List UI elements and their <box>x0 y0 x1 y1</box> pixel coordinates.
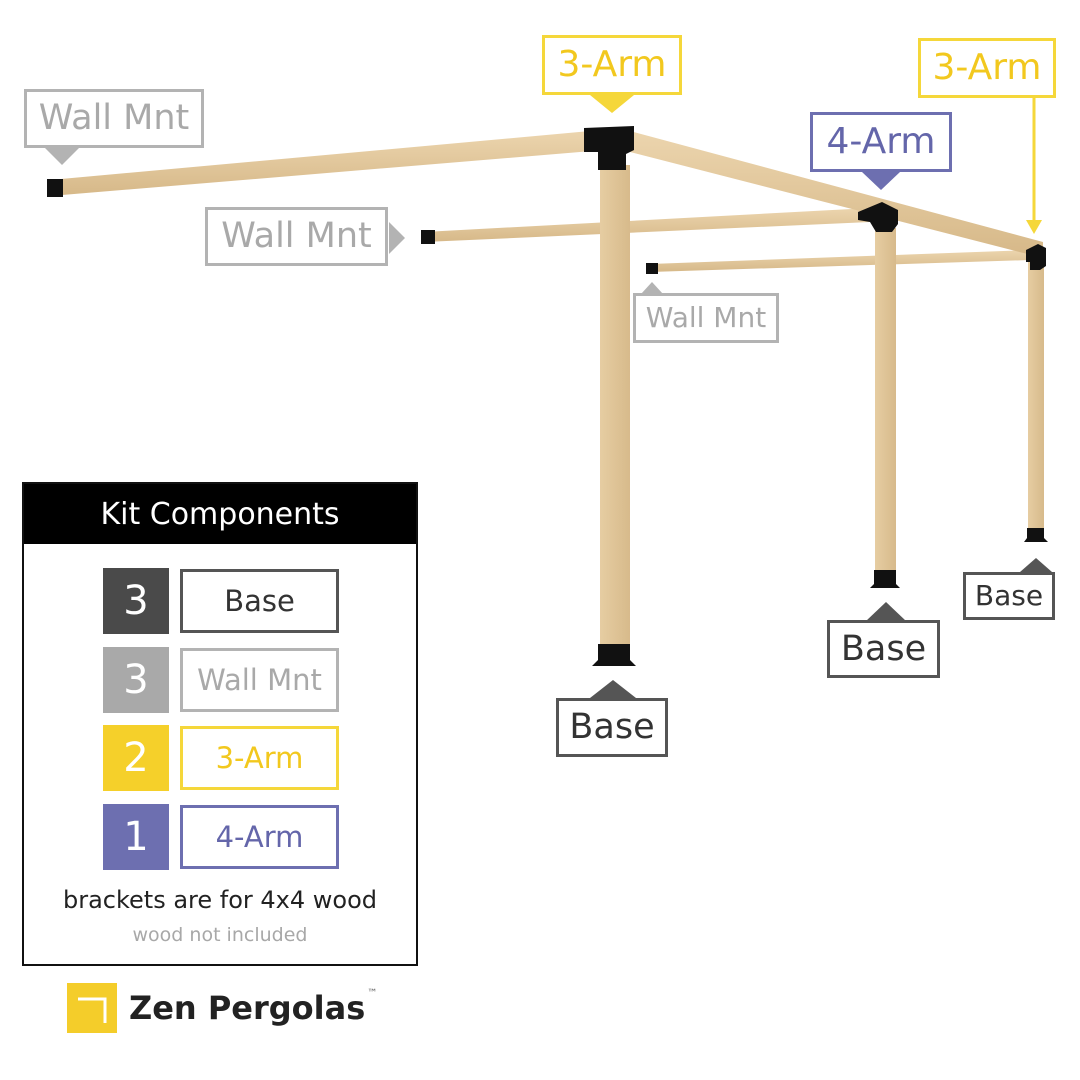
label-three-arm-back: 3-Arm <box>918 38 1056 98</box>
kit-components-title: Kit Components <box>24 484 416 544</box>
kit-wood-size-note: brackets are for 4x4 wood <box>62 886 378 914</box>
base-bracket-front <box>592 644 636 666</box>
wood-post-middle <box>875 228 896 574</box>
brand-logo-block: Zen Pergolas ™ <box>67 982 377 1034</box>
wood-beam-middle <box>424 208 870 242</box>
kit-count-base: 3 <box>103 568 169 634</box>
wood-post-front <box>600 165 630 645</box>
pointer-base-middle <box>866 602 906 621</box>
kit-components-panel: Kit Components 3 Base 3 Wall Mnt 2 3-Arm… <box>22 482 418 966</box>
label-wall-mount-right: Wall Mnt <box>633 293 779 343</box>
wall-mount-bracket-left <box>47 179 63 197</box>
kit-name-three-arm: 3-Arm <box>180 726 339 790</box>
pointer-base-back <box>1020 558 1052 572</box>
kit-item-base: 3 Base <box>103 568 339 634</box>
kit-count-wall-mount: 3 <box>103 647 169 713</box>
pointer-wall-mount-middle <box>389 222 405 254</box>
kit-count-four-arm: 1 <box>103 804 169 870</box>
wall-mount-bracket-middle <box>421 230 435 244</box>
label-base-middle: Base <box>827 620 940 678</box>
label-three-arm-front: 3-Arm <box>542 35 682 95</box>
kit-item-four-arm: 1 4-Arm <box>103 804 339 870</box>
kit-count-three-arm: 2 <box>103 725 169 791</box>
four-arm-bracket <box>858 202 898 232</box>
base-bracket-back <box>1024 528 1048 542</box>
wood-beam-back <box>650 250 1030 272</box>
wall-mount-bracket-right <box>646 263 658 274</box>
pointer-four-arm <box>862 172 900 190</box>
label-base-back: Base <box>963 572 1055 620</box>
label-wall-mount-left: Wall Mnt <box>24 89 204 148</box>
brand-trademark: ™ <box>367 988 378 999</box>
pointer-three-arm-front <box>590 95 634 113</box>
pointer-base-front <box>590 680 636 698</box>
kit-name-base: Base <box>180 569 339 633</box>
wood-beam-left <box>50 131 592 196</box>
brand-name: Zen Pergolas <box>129 989 366 1027</box>
base-bracket-middle <box>870 570 900 588</box>
label-base-front: Base <box>556 698 668 757</box>
kit-name-wall-mount: Wall Mnt <box>180 648 339 712</box>
kit-wood-not-included-note: wood not included <box>132 924 308 946</box>
wood-post-back <box>1028 262 1044 532</box>
zen-pergolas-logo-icon <box>67 983 117 1033</box>
label-wall-mount-middle: Wall Mnt <box>205 207 388 266</box>
label-four-arm: 4-Arm <box>810 112 952 172</box>
three-arm-bracket-front <box>584 126 634 170</box>
pointer-three-arm-back-head <box>1026 220 1042 234</box>
kit-item-three-arm: 2 3-Arm <box>103 725 339 791</box>
kit-name-four-arm: 4-Arm <box>180 805 339 869</box>
three-arm-bracket-back <box>1026 244 1046 270</box>
kit-item-wall-mount: 3 Wall Mnt <box>103 647 339 713</box>
pointer-wall-mount-left <box>44 147 80 165</box>
wood-beam-diagonal <box>630 131 1043 258</box>
pointer-wall-mount-right <box>641 282 663 294</box>
